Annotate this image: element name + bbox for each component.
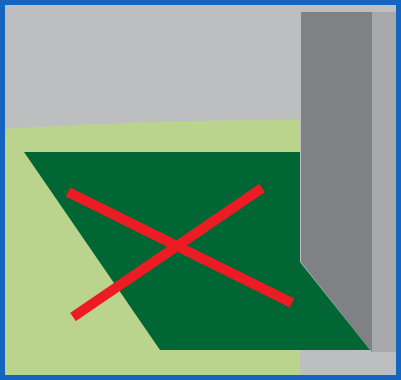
pillar-side-face — [372, 12, 398, 352]
